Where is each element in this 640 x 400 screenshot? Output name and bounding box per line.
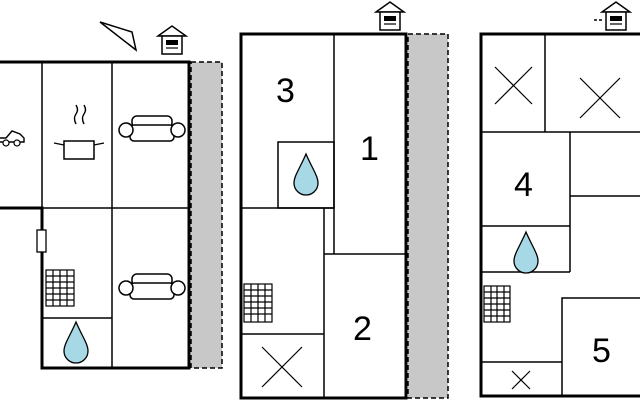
left-unit	[0, 21, 223, 370]
terrace-strip-left	[190, 61, 223, 369]
room-number: 4	[514, 166, 533, 204]
radiator-icon	[45, 269, 75, 307]
cooking-pot-icon	[53, 104, 105, 160]
right-outer-wall	[479, 32, 640, 398]
entrance-icon	[594, 1, 633, 31]
sofa-icon	[118, 273, 186, 300]
room-number: 1	[360, 130, 379, 168]
room-number: 5	[592, 332, 611, 370]
cross-mark	[261, 346, 303, 388]
room-number: 3	[276, 72, 295, 110]
sofa-icon	[118, 115, 186, 142]
door	[36, 229, 47, 253]
water-drop-icon	[293, 152, 319, 196]
radiator-icon	[483, 285, 511, 323]
left-outer-wall	[0, 60, 191, 370]
bathroom	[277, 141, 335, 209]
entrance-icon	[373, 1, 407, 31]
middle-unit: 3 1 2	[239, 1, 449, 400]
room-number: 2	[353, 310, 372, 348]
water-drop-icon	[513, 230, 539, 274]
car-icon	[0, 130, 25, 147]
cross-mark	[494, 66, 533, 105]
water-drop-icon	[63, 320, 89, 364]
cross-mark	[579, 77, 621, 119]
right-unit: 4 5	[479, 1, 640, 398]
terrace-strip-middle	[407, 33, 449, 399]
north-arrow-icon	[99, 21, 138, 52]
radiator-icon	[243, 283, 273, 323]
cross-mark	[511, 370, 531, 390]
wall	[561, 297, 640, 396]
entrance-icon	[155, 25, 189, 55]
